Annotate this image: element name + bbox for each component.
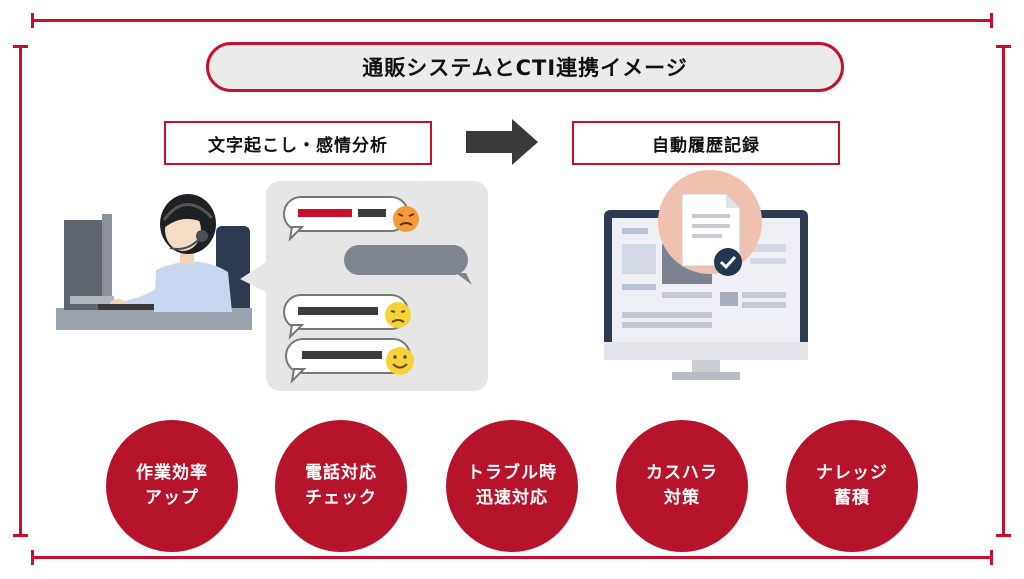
frame-top-cap-left [31, 13, 34, 28]
benefit-trouble-response: トラブル時 迅速対応 [446, 420, 578, 552]
monitor-side [102, 214, 112, 310]
bubble-reply [344, 245, 472, 285]
benefit-line: 迅速対応 [476, 488, 548, 508]
operator-illustration [56, 194, 252, 330]
frame-left-cap-bottom [13, 534, 28, 537]
benefit-line: アップ [145, 488, 199, 508]
sad-emoji [385, 302, 411, 328]
frame-right-line [1002, 46, 1005, 536]
frame-bottom-cap-right [990, 550, 993, 565]
benefit-efficiency: 作業効率 アップ [106, 420, 238, 552]
frame-right-cap-bottom [996, 534, 1011, 537]
desk [56, 308, 252, 330]
benefit-call-check: 電話対応 チェック [275, 420, 407, 552]
benefit-line: チェック [305, 488, 377, 508]
benefit-line: 電話対応 [305, 462, 377, 483]
angry-emoji [393, 206, 419, 232]
transcription-label: 文字起こし・感情分析 [208, 135, 388, 156]
benefit-knowledge: ナレッジ 蓄積 [786, 420, 918, 552]
chat-bubble-panel [240, 181, 488, 391]
frame-bottom-cap-left [31, 550, 34, 565]
document-check-icon [681, 193, 742, 276]
frame-right-cap-top [996, 45, 1011, 48]
frame-top-line [32, 19, 992, 22]
benefit-harassment: カスハラ 対策 [616, 420, 748, 552]
benefit-line: 蓄積 [834, 488, 870, 508]
benefit-line: トラブル時 [467, 462, 557, 483]
monitor-stand [70, 296, 114, 304]
operator-arm [118, 282, 180, 310]
benefit-line: ナレッジ [816, 462, 888, 483]
frame-bottom-line [32, 556, 992, 559]
monitor-base [672, 372, 740, 380]
history-label-box: 自動履歴記録 [572, 121, 840, 165]
page-title: 通販システムとCTI連携イメージ [362, 56, 688, 80]
bubble-angry [283, 196, 419, 242]
headset-ear [196, 230, 208, 242]
monitor-chin [604, 342, 808, 360]
transcription-label-box: 文字起こし・感情分析 [164, 121, 432, 165]
history-label: 自動履歴記録 [652, 135, 760, 156]
operator-body [154, 261, 232, 312]
bubble-sad [283, 294, 411, 340]
keyboard [98, 304, 154, 310]
bubble-smile [285, 338, 414, 384]
headset-band [162, 203, 214, 221]
arrow-right-icon [466, 119, 538, 165]
headset-mic [169, 239, 199, 250]
panel-pointer [240, 261, 268, 293]
frame-left-cap-top [13, 45, 28, 48]
frame-left-line [19, 46, 22, 536]
benefit-line: 作業効率 [136, 462, 208, 483]
monitor-neck [692, 360, 720, 374]
smile-emoji [386, 347, 414, 375]
computer-monitor [604, 170, 808, 380]
benefit-line: 対策 [664, 488, 700, 508]
benefit-line: カスハラ [646, 462, 718, 483]
frame-top-cap-right [990, 13, 993, 28]
title-pill: 通販システムとCTI連携イメージ [206, 42, 844, 92]
